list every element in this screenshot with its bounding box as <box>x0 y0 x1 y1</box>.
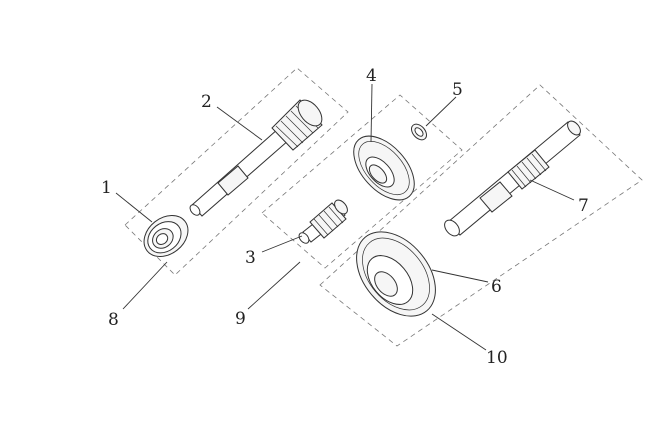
input-shaft-part <box>189 99 323 217</box>
leader-6 <box>431 269 489 283</box>
leader-9 <box>247 261 301 310</box>
pinion-gear-part <box>298 199 348 244</box>
callout-labels: 1 2 3 4 5 6 7 8 9 10 <box>101 66 589 368</box>
leader-7 <box>529 179 575 201</box>
group-outline-input-shaft <box>124 67 349 276</box>
output-shaft-part <box>444 120 581 237</box>
callout-6: 6 <box>491 277 502 297</box>
group-outlines <box>124 67 643 347</box>
group-outline-output-shaft <box>319 84 643 347</box>
leader-4 <box>370 83 373 143</box>
gear-6-part <box>356 231 436 317</box>
leader-3 <box>261 235 303 253</box>
leader-1 <box>115 192 153 223</box>
callout-9: 9 <box>235 309 246 329</box>
leader-8 <box>122 261 168 310</box>
callout-5: 5 <box>452 80 463 100</box>
gear-4-part <box>353 135 415 201</box>
callout-3: 3 <box>245 248 256 268</box>
callout-8: 8 <box>108 310 119 330</box>
callout-4: 4 <box>366 66 377 86</box>
group-outline-pinion <box>261 94 463 269</box>
washer-part <box>411 123 427 141</box>
callout-10: 10 <box>486 348 508 368</box>
callout-7: 7 <box>578 196 589 216</box>
leader-lines <box>115 83 575 351</box>
callout-1: 1 <box>101 178 112 198</box>
leader-5 <box>425 96 457 127</box>
leader-10 <box>431 313 487 351</box>
bearing-part <box>143 215 189 257</box>
callout-2: 2 <box>201 92 212 112</box>
leader-2 <box>216 106 263 141</box>
